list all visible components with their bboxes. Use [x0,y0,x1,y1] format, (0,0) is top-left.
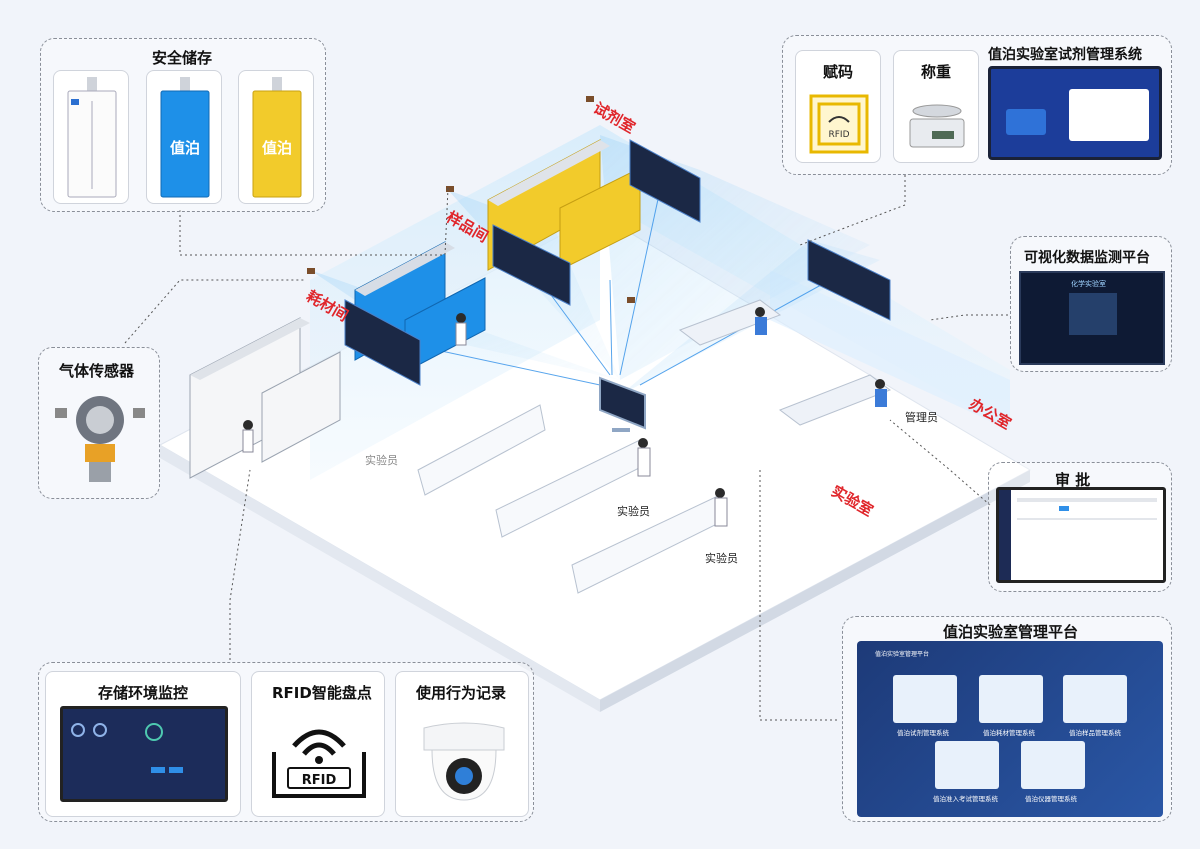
office-desks [678,299,892,426]
storage-monitor-title: 存储环境监控 [98,684,189,702]
module-sample[interactable] [1063,675,1127,723]
rfid-inventory-card[interactable]: RFID智能盘点 RFID [251,671,385,817]
safe-storage-panel: 安全储存 值泊 值泊 [40,38,326,212]
data-monitor-panel: 可视化数据监测平台 化学实验室 [1010,236,1172,372]
rfid-reader-icon: RFID [272,729,366,798]
reagent-system-screenshot [988,66,1162,160]
weighing-title: 称重 [921,63,952,81]
module-label-consumable: 值泊耗材管理系统 [983,729,1035,737]
cabinet-card-white[interactable] [53,70,129,204]
wall-screens [344,139,891,386]
approval-panel: 审 批 [988,462,1172,592]
svg-text:值泊: 值泊 [262,139,292,157]
data-monitor-label: 化学实验室 [1071,280,1106,288]
reagent-system-title: 值泊实验室试剂管理系统 [988,47,1142,63]
module-instrument[interactable] [1021,741,1085,789]
module-label-exam: 值泊准入考试管理系统 [933,795,998,803]
module-consumable[interactable] [979,675,1043,723]
reagent-system-panel: 赋码 RFID 称重 值泊实验室试剂管理系统 [782,35,1172,175]
floor-edge-right [600,470,1030,712]
person-label-worker-3: 实验员 [705,552,738,565]
behavior-record-title: 使用行为记录 [416,684,507,702]
cameras [307,96,635,303]
blue-cabinet-icon: 值泊 [160,77,210,198]
yellow-cabinet-icon: 值泊 [252,77,302,198]
platform-header: 值泊实验室管理平台 [875,651,930,658]
svg-text:RFID: RFID [302,773,337,788]
data-monitor-screenshot: 化学实验室 [1019,271,1165,365]
bottom-features-panel: 存储环境监控 RFID智能盘点 RFID 使用行为记录 [38,662,534,822]
weighing-card[interactable]: 称重 [893,50,979,163]
storage-monitor-card[interactable]: 存储环境监控 [45,671,241,817]
module-label-sample: 值泊样品管理系统 [1069,729,1121,737]
cabinet-card-yellow[interactable]: 值泊 [238,70,314,204]
rfid-inventory-title: RFID智能盘点 [272,684,372,702]
management-platform-screenshot: 值泊实验室管理平台 值泊试剂管理系统 值泊耗材管理系统 值泊样品管理系统 值泊准… [857,641,1163,817]
module-reagent[interactable] [893,675,957,723]
cabinet-card-blue[interactable]: 值泊 [146,70,222,204]
module-label-instrument: 值泊仪器管理系统 [1025,795,1077,803]
gas-sensor-title: 气体传感器 [59,362,135,380]
management-platform-panel: 值泊实验室管理平台 值泊实验室管理平台 值泊试剂管理系统 值泊耗材管理系统 值泊… [842,616,1172,822]
person-label-worker-1: 实验员 [365,454,398,467]
coding-card[interactable]: 赋码 RFID [795,50,881,163]
module-exam[interactable] [935,741,999,789]
safe-storage-title: 安全储存 [152,49,213,67]
central-monitor [599,376,646,430]
approval-screenshot [996,487,1166,583]
coding-title: 赋码 [823,63,854,81]
rfid-tag-icon: RFID [809,94,869,154]
scale-icon [909,104,965,148]
reagent-system-card[interactable]: 值泊实验室试剂管理系统 [988,47,1162,163]
wall-office [770,270,1010,430]
dome-camera-icon [423,722,505,801]
management-platform-title: 值泊实验室管理平台 [943,623,1079,641]
storage-monitor-screenshot [60,706,228,802]
behavior-record-card[interactable]: 使用行为记录 [395,671,529,817]
module-label-reagent: 值泊试剂管理系统 [897,729,949,737]
data-monitor-title: 可视化数据监测平台 [1024,250,1150,266]
floor-edge-left [160,445,600,712]
gas-sensor-icon [55,396,145,482]
consumable-cabinets [189,317,341,479]
gas-sensor-panel: 气体传感器 [38,347,160,499]
white-cabinet-icon [67,77,117,198]
svg-text:RFID: RFID [828,130,849,140]
approval-title: 审 批 [1055,471,1091,489]
svg-text:值泊: 值泊 [170,139,200,157]
people-figures [242,307,887,527]
person-label-manager: 管理员 [905,411,938,424]
person-label-worker-2: 实验员 [617,505,650,518]
